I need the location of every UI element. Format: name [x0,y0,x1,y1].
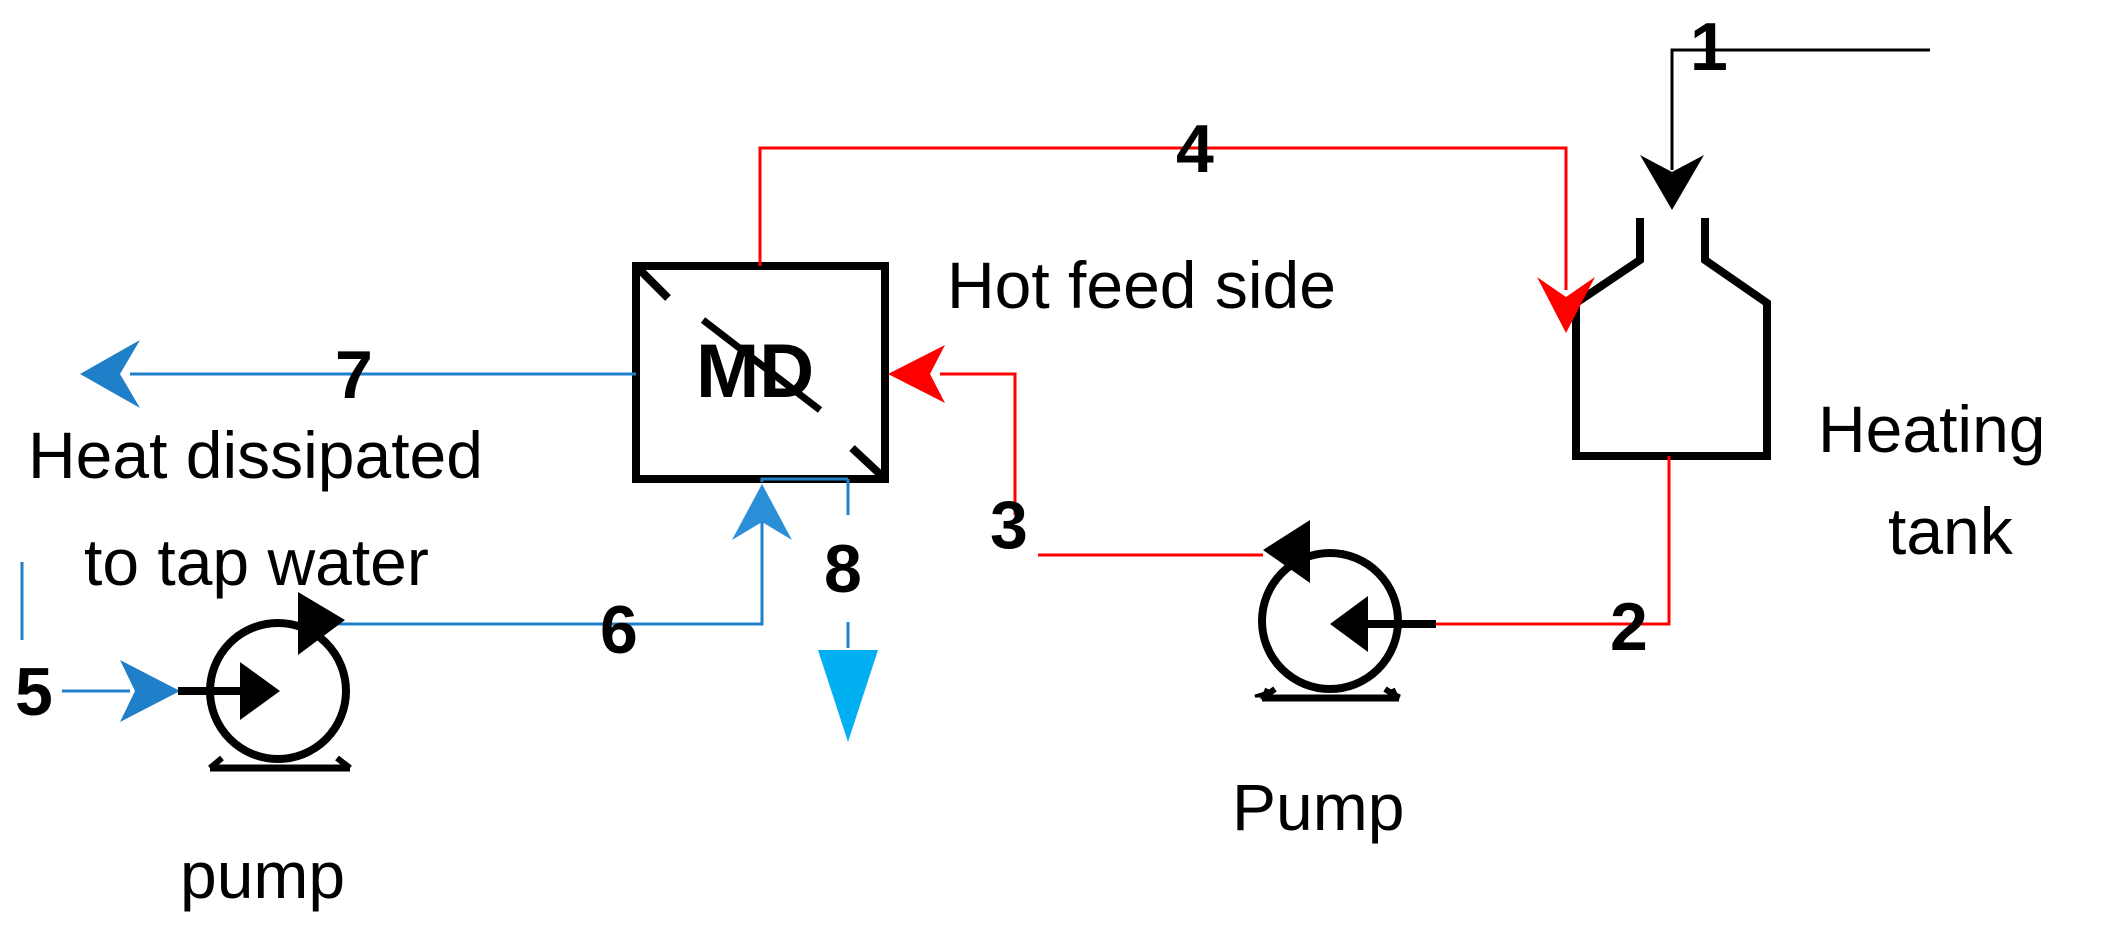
stream-3-line [888,345,1263,557]
md-label: MD [696,329,814,414]
stream-label-8: 8 [824,531,862,607]
arrow-down-icon [1640,155,1704,210]
arrow-left-icon [1330,596,1368,652]
stream-label-1: 1 [1690,9,1728,85]
arrow-left-icon [80,340,140,408]
pump-right-label: Pump [1232,770,1404,844]
arrow-left-icon [888,345,945,403]
stream-5-line [20,562,180,722]
stream-6-line [330,477,848,626]
stream-label-6: 6 [600,592,638,668]
arrow-up-icon [732,484,792,540]
stream-8-line [818,479,878,742]
stream-2-line [1436,456,1671,626]
stream-label-3: 3 [990,487,1028,563]
arrow-down-icon [818,650,878,742]
stream-label-7: 7 [335,337,373,413]
heat-dissipated-label: Heat dissipated [28,418,483,492]
arrow-down-icon [1537,277,1595,333]
stream-1-line [1640,48,1930,210]
arrow-right-icon [298,592,345,655]
arrow-right-icon [120,660,180,722]
tank-label: tank [1888,494,2014,568]
heating-label: Heating [1818,392,2046,466]
stream-label-4: 4 [1176,111,1214,187]
heating-tank [1572,218,1771,460]
pump-left [178,592,352,772]
pump-right [1254,520,1436,702]
hot-feed-side-label: Hot feed side [947,248,1336,322]
arrow-left-icon [1263,520,1310,583]
stream-label-5: 5 [15,654,53,730]
stream-label-2: 2 [1610,589,1648,665]
tap-water-label: to tap water [84,525,429,599]
stream-7-line [80,340,636,408]
pump-left-label: pump [180,838,345,912]
arrow-right-icon [240,662,280,720]
stream-4-line [758,146,1595,333]
